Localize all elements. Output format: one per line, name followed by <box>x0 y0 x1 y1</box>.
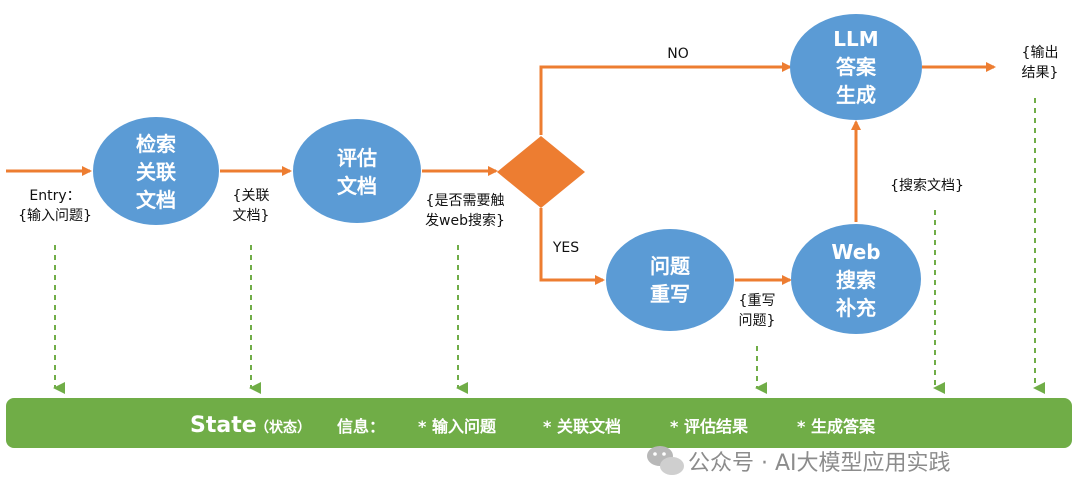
node-generate-line-1: LLM <box>833 27 878 51</box>
node-generate-line-2: 答案 <box>836 55 877 79</box>
state-item-1: * 输入问题 <box>418 417 497 436</box>
node-evaluate-line-2: 文档 <box>337 174 377 198</box>
arrow-decision-generate <box>539 62 792 135</box>
state-item-4: * 生成答案 <box>797 417 876 436</box>
wechat-icon <box>647 446 684 475</box>
label-need-web-line-1: {是否需要触 <box>426 193 505 209</box>
node-retrieve-line-1: 检索 <box>136 132 176 156</box>
node-web-search-line-3: 补充 <box>835 296 876 320</box>
label-output-line-1: {输出 <box>1022 45 1059 61</box>
node-rewrite: 问题 重写 <box>606 229 734 331</box>
node-retrieve-line-2: 关联 <box>136 160 176 184</box>
state-title: State <box>190 413 257 438</box>
node-generate-line-3: 生成 <box>836 83 876 107</box>
label-output-line-2: 结果} <box>1022 65 1059 81</box>
flow-arrows <box>6 62 996 285</box>
node-generate: LLM 答案 生成 <box>790 14 922 120</box>
label-yes: YES <box>552 240 579 256</box>
label-entry-line-2: {输入问题} <box>18 208 92 224</box>
label-searched: {搜索文档} <box>890 177 964 194</box>
label-rewritten-line-2: 问题} <box>739 313 776 329</box>
state-paren: （状态） <box>255 419 311 436</box>
node-web-search: Web 搜索 补充 <box>791 224 921 334</box>
decision-diamond <box>497 136 585 208</box>
label-docs-line-2: 文档} <box>233 208 270 224</box>
state-bar <box>6 398 1072 448</box>
label-need-web-line-2: 发web搜索} <box>425 212 505 229</box>
watermark-text: 公众号 · AI大模型应用实践 <box>688 451 951 476</box>
node-web-search-line-1: Web <box>831 240 880 264</box>
node-evaluate: 评估 文档 <box>293 119 421 223</box>
state-arrows <box>53 98 1045 394</box>
label-docs-line-1: {关联 <box>233 188 270 204</box>
node-web-search-line-2: 搜索 <box>836 268 876 292</box>
state-item-2: * 关联文档 <box>543 417 621 436</box>
label-rewritten-line-1: {重写 <box>739 293 776 309</box>
node-retrieve: 检索 关联 文档 <box>93 117 219 225</box>
label-entry-line-1: Entry： <box>29 188 80 204</box>
node-evaluate-line-1: 评估 <box>337 146 377 170</box>
node-retrieve-line-3: 文档 <box>136 188 176 212</box>
node-rewrite-line-2: 重写 <box>650 282 690 306</box>
state-info: 信息： <box>337 417 385 436</box>
node-rewrite-line-1: 问题 <box>650 254 691 278</box>
state-item-3: * 评估结果 <box>670 417 748 436</box>
label-no: NO <box>667 46 689 62</box>
arrow-decision-rewrite <box>539 208 605 285</box>
